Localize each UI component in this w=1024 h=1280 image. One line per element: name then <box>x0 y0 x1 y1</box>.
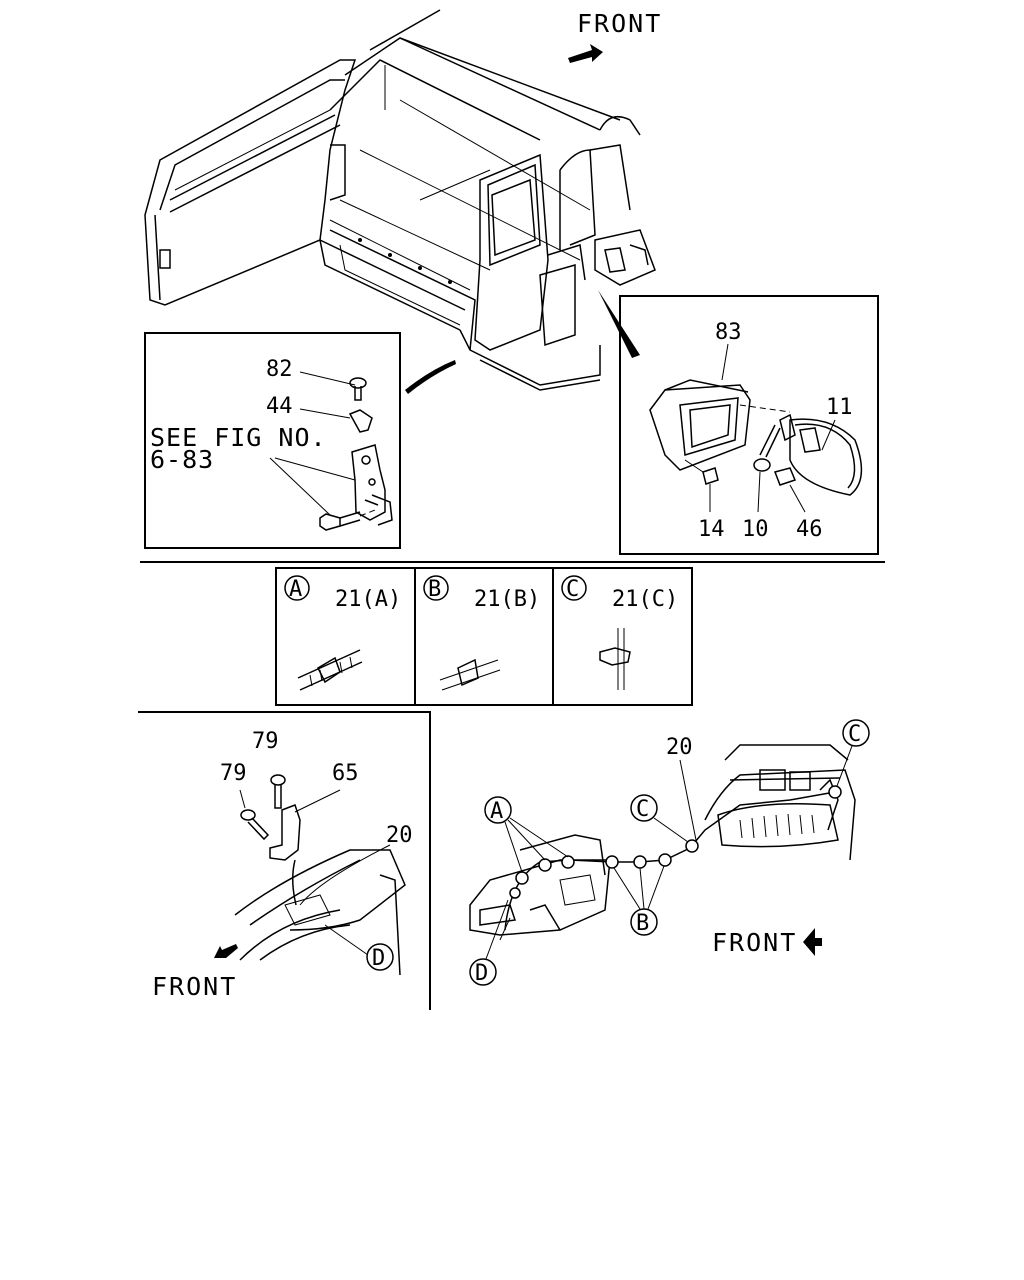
callout-a-route: A <box>490 799 503 824</box>
part-10-label: 10 <box>742 517 769 542</box>
callout-b-route: B <box>636 911 649 936</box>
front-label-bottom-left: FRONT <box>152 972 237 1001</box>
clip-c-label: 21(C) <box>612 587 678 612</box>
callout-c-route-left: C <box>636 797 649 822</box>
cable-routing-view: 20 A B <box>469 719 870 986</box>
clip-b-label: 21(B) <box>474 587 540 612</box>
callout-d-route: D <box>475 961 488 986</box>
see-fig-line2: 6-83 <box>150 445 214 474</box>
see-fig-line1: SEE FIG NO. <box>150 423 327 452</box>
callout-c-header: C <box>566 577 579 602</box>
part-82-label: 82 <box>266 357 293 382</box>
callout-b-header: B <box>428 577 441 602</box>
part-65-label: 65 <box>332 761 359 786</box>
arrow-right-icon <box>568 44 603 63</box>
part-79-left-label: 79 <box>220 761 247 786</box>
vehicle-rear-view <box>144 9 656 394</box>
arrow-left-icon <box>803 928 822 956</box>
part-20-left-label: 20 <box>386 823 413 848</box>
part-79-top-label: 79 <box>252 729 279 754</box>
front-direction-top: FRONT <box>568 9 662 63</box>
callout-a-header: A <box>289 577 302 602</box>
part-20-right-label: 20 <box>666 735 693 760</box>
cable-mount-detail: 79 79 65 20 D FRONT <box>138 711 431 1010</box>
front-label: FRONT <box>577 9 662 38</box>
callout-d-left: D <box>372 946 385 971</box>
latch-inset: 82 44 SEE FIG NO. 6-83 <box>144 332 401 549</box>
fuel-lid-inset: 83 11 14 10 46 <box>619 295 879 555</box>
part-11-label: 11 <box>826 395 853 420</box>
clip-a-label: 21(A) <box>335 587 401 612</box>
part-46-label: 46 <box>796 517 823 542</box>
clip-detail-table: A 21(A) B 21(B) C 21(C) <box>275 567 693 706</box>
callout-c-route-right: C <box>848 722 861 747</box>
front-label-bottom-right: FRONT <box>712 928 797 957</box>
part-83-label: 83 <box>715 320 742 345</box>
part-44-label: 44 <box>266 394 293 419</box>
part-14-label: 14 <box>698 517 725 542</box>
arrow-down-left-icon <box>214 944 238 958</box>
